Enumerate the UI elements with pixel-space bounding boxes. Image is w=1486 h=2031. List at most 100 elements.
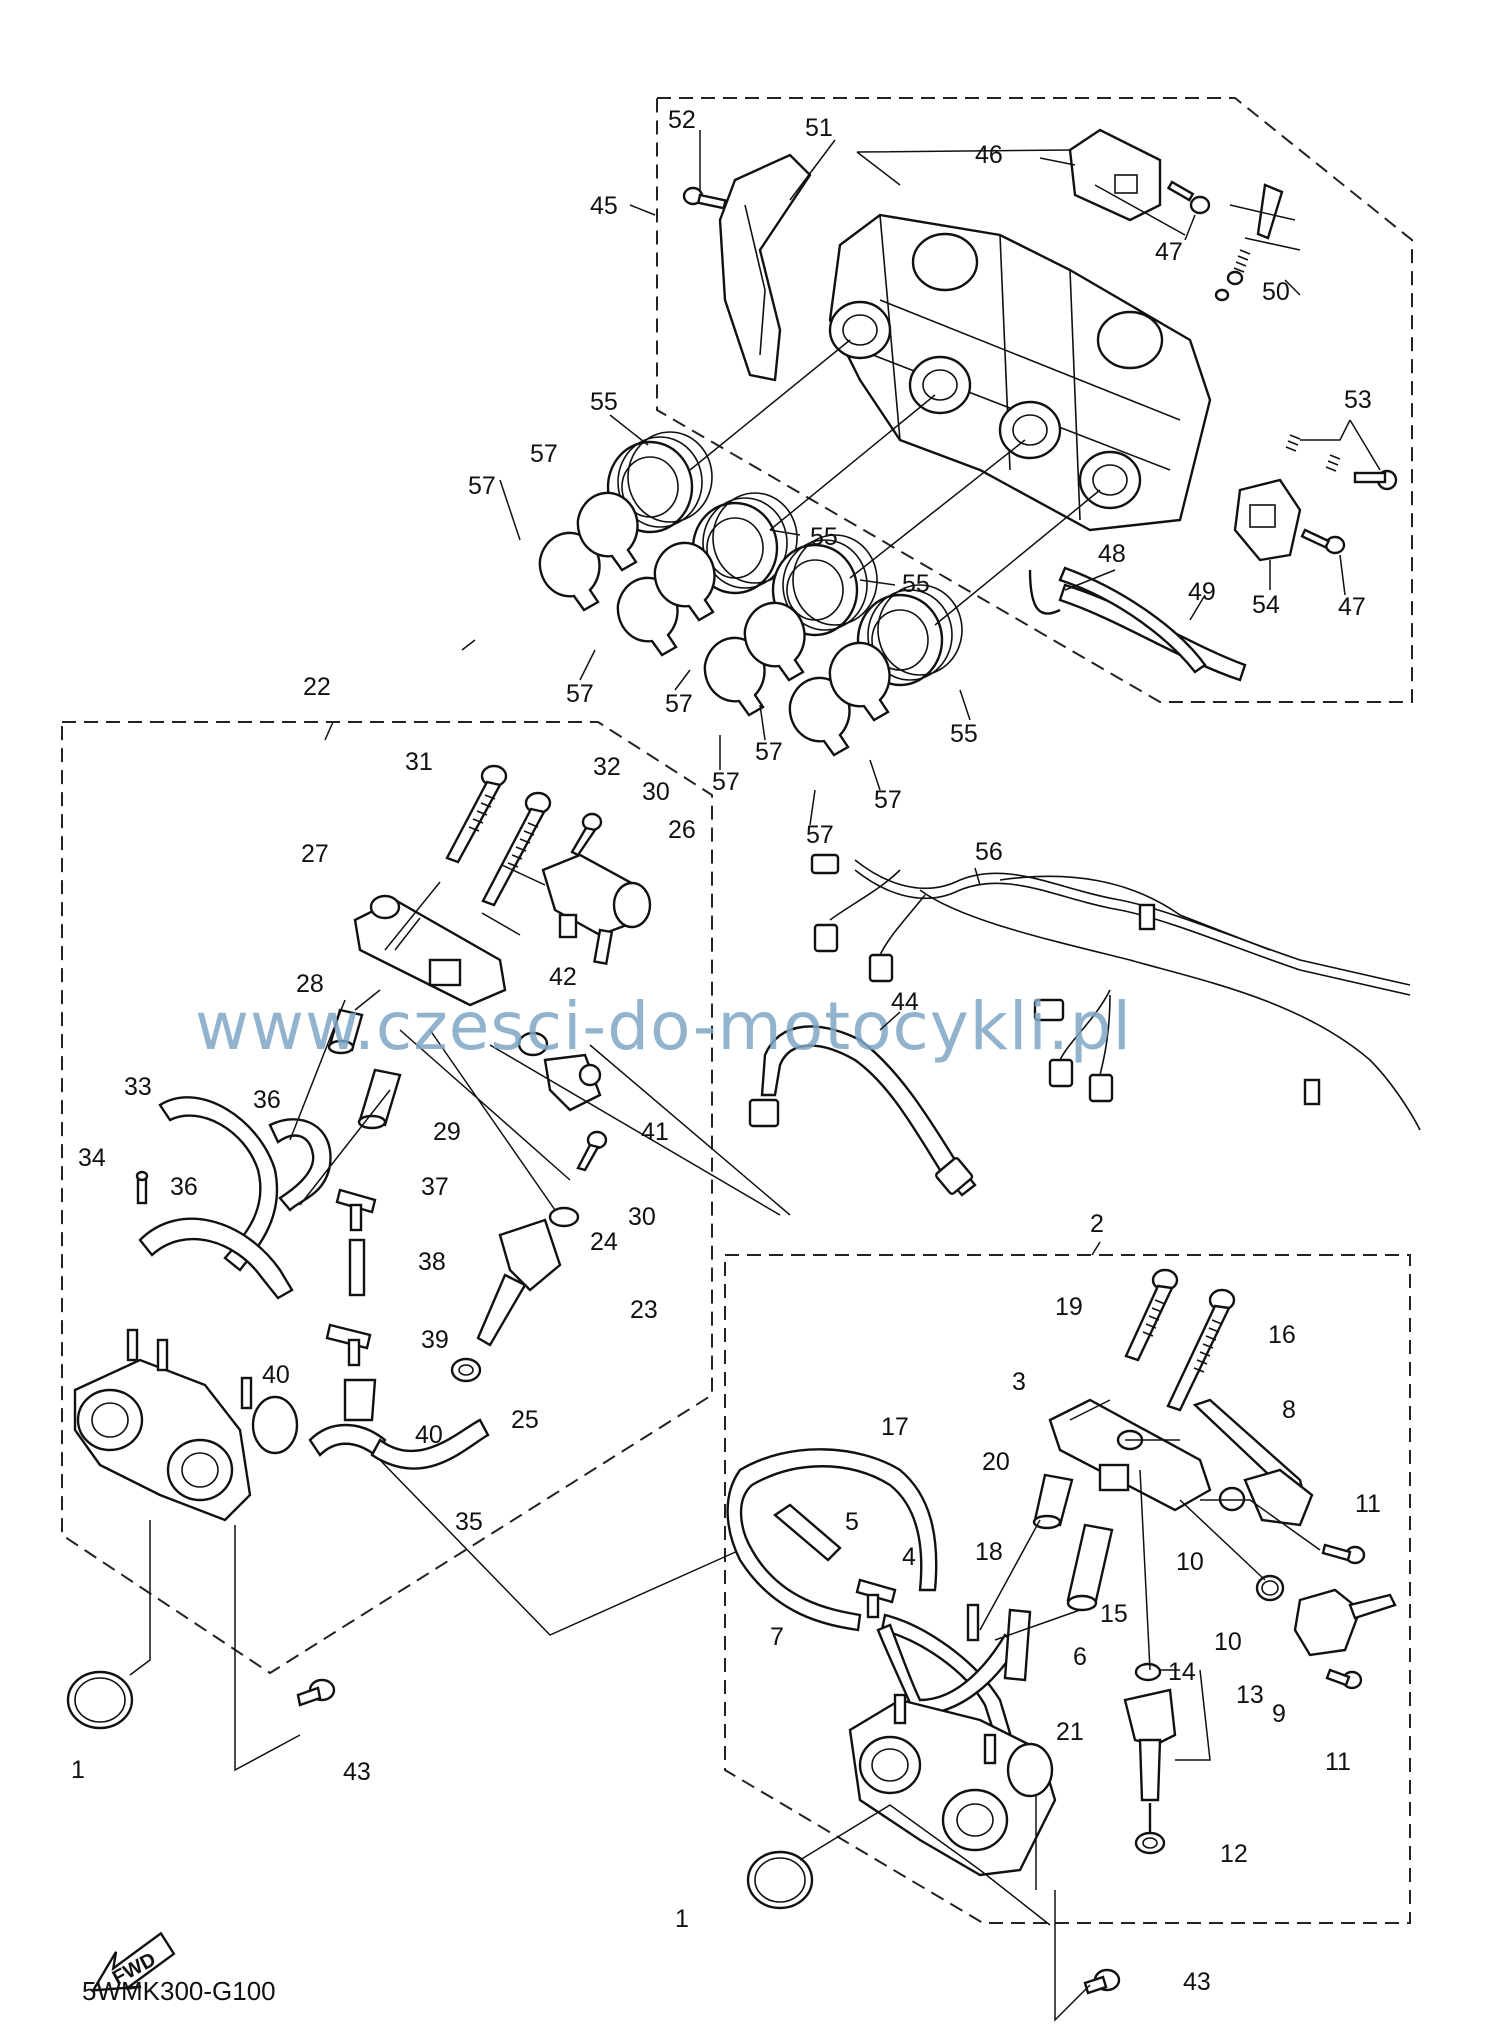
callout-42: 42 (549, 963, 577, 991)
callout-57-b: 57 (530, 440, 558, 468)
callout-5: 5 (845, 1508, 859, 1536)
callout-28: 28 (296, 970, 324, 998)
mounting-bracket-51 (718, 153, 812, 382)
intake-manifold-right (848, 1693, 1057, 1877)
callout-25: 25 (511, 1406, 539, 1434)
callout-44: 44 (891, 988, 919, 1016)
idle-screw-set-53 (1285, 434, 1398, 491)
fittings-34-37-38-39 (135, 1170, 377, 1367)
callout-40-a: 40 (262, 1361, 290, 1389)
callout-36-a: 36 (253, 1086, 281, 1114)
callout-49: 49 (1188, 578, 1216, 606)
left-group-leader-lines (129, 721, 791, 1772)
wire-harness-56 (810, 853, 1421, 1131)
callout-26: 26 (668, 816, 696, 844)
callout-40-b: 40 (415, 1421, 443, 1449)
callout-48: 48 (1098, 540, 1126, 568)
callout-12: 12 (1220, 1840, 1248, 1868)
callout-10-b: 10 (1214, 1628, 1242, 1656)
callout-30-top: 30 (642, 778, 670, 806)
callouts: 52 51 46 45 47 50 53 47 54 48 49 55 55 5… (71, 106, 1381, 1996)
callout-29: 29 (433, 1118, 461, 1146)
callout-36-b: 36 (170, 1173, 198, 1201)
sensor-9 (1293, 1588, 1397, 1657)
intake-manifold-left (73, 1328, 299, 1522)
hoses-28-29 (327, 1008, 402, 1130)
screw-47-top (1166, 180, 1211, 215)
callout-45: 45 (590, 192, 618, 220)
bolts-31-32 (445, 764, 552, 907)
intake-assembly-22-box (61, 721, 713, 1675)
callout-27: 27 (301, 840, 329, 868)
fwd-arrow-icon (90, 1931, 176, 1992)
callout-23: 23 (630, 1296, 658, 1324)
throttle-body-assembly (828, 213, 1212, 532)
callout-6: 6 (1073, 1643, 1087, 1671)
callout-18: 18 (975, 1538, 1003, 1566)
throttle-position-sensor-46 (1068, 128, 1162, 222)
callout-57-g: 57 (806, 821, 834, 849)
pipe-8 (1192, 1398, 1314, 1527)
spring-screw-50 (1214, 183, 1284, 302)
callout-10-a: 10 (1176, 1548, 1204, 1576)
callout-11-top: 11 (1355, 1490, 1381, 1518)
bolt-43-left (296, 1678, 336, 1707)
callout-55-b: 55 (810, 523, 838, 551)
oring-42-sensor-41 (517, 1031, 608, 1172)
callout-33: 33 (124, 1073, 152, 1101)
callout-15: 15 (1100, 1600, 1128, 1628)
clamps-57 (538, 491, 891, 757)
callout-39: 39 (421, 1326, 449, 1354)
callout-8: 8 (1282, 1396, 1296, 1424)
injector-13-oring-14-seal-12 (1123, 1662, 1177, 1855)
callout-57-f: 57 (755, 738, 783, 766)
callout-57-c: 57 (566, 680, 594, 708)
screw-30-top (570, 812, 603, 857)
callout-30-bottom: 30 (628, 1203, 656, 1231)
callout-57-a: 57 (468, 472, 496, 500)
callout-11-bottom: 11 (1325, 1748, 1351, 1776)
bolt-43-right (1083, 1968, 1121, 1995)
hoses-40-35 (308, 1378, 490, 1470)
callout-21: 21 (1056, 1718, 1084, 1746)
hose-20-15 (1032, 1473, 1114, 1612)
throttle-body-group-box (656, 97, 1413, 703)
callout-38: 38 (418, 1248, 446, 1276)
callout-55-a: 55 (590, 388, 618, 416)
callout-22: 22 (303, 673, 331, 701)
callout-1-left: 1 (71, 1756, 85, 1784)
hoses-17-7-5-4-6-18-21 (726, 1448, 1032, 1747)
callout-55-c: 55 (902, 570, 930, 598)
callout-2: 2 (1090, 1210, 1104, 1238)
screws-11 (1321, 1543, 1366, 1690)
callout-57-e: 57 (712, 768, 740, 796)
callout-19: 19 (1055, 1293, 1083, 1321)
callout-47-top: 47 (1155, 238, 1183, 266)
pressure-regulator-26 (541, 853, 652, 965)
orings-10 (1218, 1486, 1285, 1602)
callout-32: 32 (593, 753, 621, 781)
callout-31: 31 (405, 748, 433, 776)
top-group-leader-lines (689, 149, 1301, 626)
callout-20: 20 (982, 1448, 1010, 1476)
callout-55-d: 55 (950, 720, 978, 748)
callout-52: 52 (668, 106, 696, 134)
callout-41: 41 (641, 1118, 669, 1146)
callout-43-left: 43 (343, 1758, 371, 1786)
wire-harness-44 (748, 1025, 977, 1197)
oring-1-left (66, 1670, 134, 1730)
callout-57-h: 57 (874, 786, 902, 814)
callout-43-right: 43 (1183, 1968, 1211, 1996)
callout-51: 51 (805, 114, 833, 142)
callout-54: 54 (1252, 591, 1280, 619)
callout-57-d: 57 (665, 690, 693, 718)
callout-37: 37 (421, 1173, 449, 1201)
callout-1-right: 1 (675, 1905, 689, 1933)
callout-34: 34 (78, 1144, 106, 1172)
callout-4: 4 (902, 1543, 916, 1571)
bolts-19-16 (1124, 1268, 1236, 1412)
fuel-rail-3 (1048, 1398, 1212, 1512)
callout-leaders (461, 130, 1381, 1031)
callout-13: 13 (1236, 1681, 1264, 1709)
callout-56: 56 (975, 838, 1003, 866)
